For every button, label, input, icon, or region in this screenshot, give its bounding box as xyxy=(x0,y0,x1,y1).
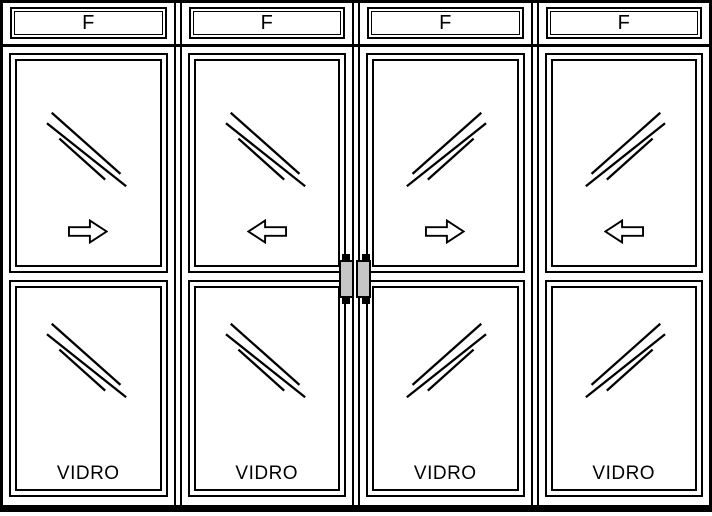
upper-sash xyxy=(366,53,525,273)
fixed-transom-box: F xyxy=(545,7,702,39)
mid-rail xyxy=(366,273,525,280)
lower-sash: VIDRO xyxy=(187,280,346,497)
slide-right-arrow-icon xyxy=(68,219,108,244)
slide-right-arrow-icon xyxy=(425,219,465,244)
upper-sash-glass xyxy=(15,59,162,267)
transom-label: F xyxy=(371,11,520,35)
glass-label: VIDRO xyxy=(235,463,299,484)
upper-sash xyxy=(9,53,168,273)
slide-left-arrow-icon xyxy=(247,219,287,244)
glass-hatch-icon xyxy=(224,322,307,399)
glass-hatch-icon xyxy=(46,111,128,188)
glass-hatch-icon xyxy=(224,111,307,188)
upper-sash xyxy=(187,53,346,273)
meeting-stile-lock-icon xyxy=(339,254,373,304)
transom-label: F xyxy=(549,11,698,35)
lower-sash-glass: VIDRO xyxy=(550,286,697,491)
fixed-transom-box: F xyxy=(367,7,524,39)
lower-sash: VIDRO xyxy=(9,280,168,497)
lower-sash-glass: VIDRO xyxy=(15,286,162,491)
mid-rail xyxy=(545,273,704,280)
transom-section: F xyxy=(539,3,710,44)
upper-sash-glass xyxy=(193,59,340,267)
glass-hatch-icon xyxy=(405,322,488,399)
transom-label: F xyxy=(14,11,163,35)
glass-label: VIDRO xyxy=(592,463,656,484)
glass-hatch-icon xyxy=(584,111,666,188)
lock-tab xyxy=(342,297,350,304)
upper-sash-glass xyxy=(372,59,519,267)
glass-hatch-icon xyxy=(584,322,666,399)
upper-sash-glass xyxy=(550,59,697,267)
transom-section: F xyxy=(3,3,174,44)
door-leaf: VIDRO xyxy=(182,44,353,505)
glass-label: VIDRO xyxy=(413,463,477,484)
transom-label: F xyxy=(192,11,341,35)
lower-sash-glass: VIDRO xyxy=(372,286,519,491)
upper-sash xyxy=(544,53,703,273)
door-panel-4: F VIDRO xyxy=(536,3,710,505)
transom-section: F xyxy=(182,3,353,44)
lock-tab xyxy=(342,254,350,261)
lower-sash: VIDRO xyxy=(544,280,703,497)
door-leaf: VIDRO xyxy=(360,44,531,505)
lower-sash: VIDRO xyxy=(366,280,525,497)
door-leaf: VIDRO xyxy=(3,44,174,505)
transom-section: F xyxy=(360,3,531,44)
lock-tab xyxy=(362,297,370,304)
glass-label: VIDRO xyxy=(56,463,120,484)
lower-sash-glass: VIDRO xyxy=(193,286,340,491)
door-panel-3: F VIDRO xyxy=(358,3,533,505)
slide-left-arrow-icon xyxy=(604,219,644,244)
door-panel-2: F VIDRO xyxy=(179,3,354,505)
mid-rail xyxy=(188,273,347,280)
lock-tab xyxy=(362,254,370,261)
fixed-transom-box: F xyxy=(188,7,345,39)
transom-rail-divider xyxy=(3,44,709,47)
glass-hatch-icon xyxy=(46,322,128,399)
panel-columns: F VIDRO xyxy=(3,3,709,505)
door-leaf: VIDRO xyxy=(539,44,710,505)
lock-bar xyxy=(356,260,371,298)
glass-hatch-icon xyxy=(405,111,488,188)
fixed-transom-box: F xyxy=(10,7,167,39)
mid-rail xyxy=(9,273,168,280)
door-panel-1: F VIDRO xyxy=(3,3,176,505)
lock-bar xyxy=(339,260,354,298)
